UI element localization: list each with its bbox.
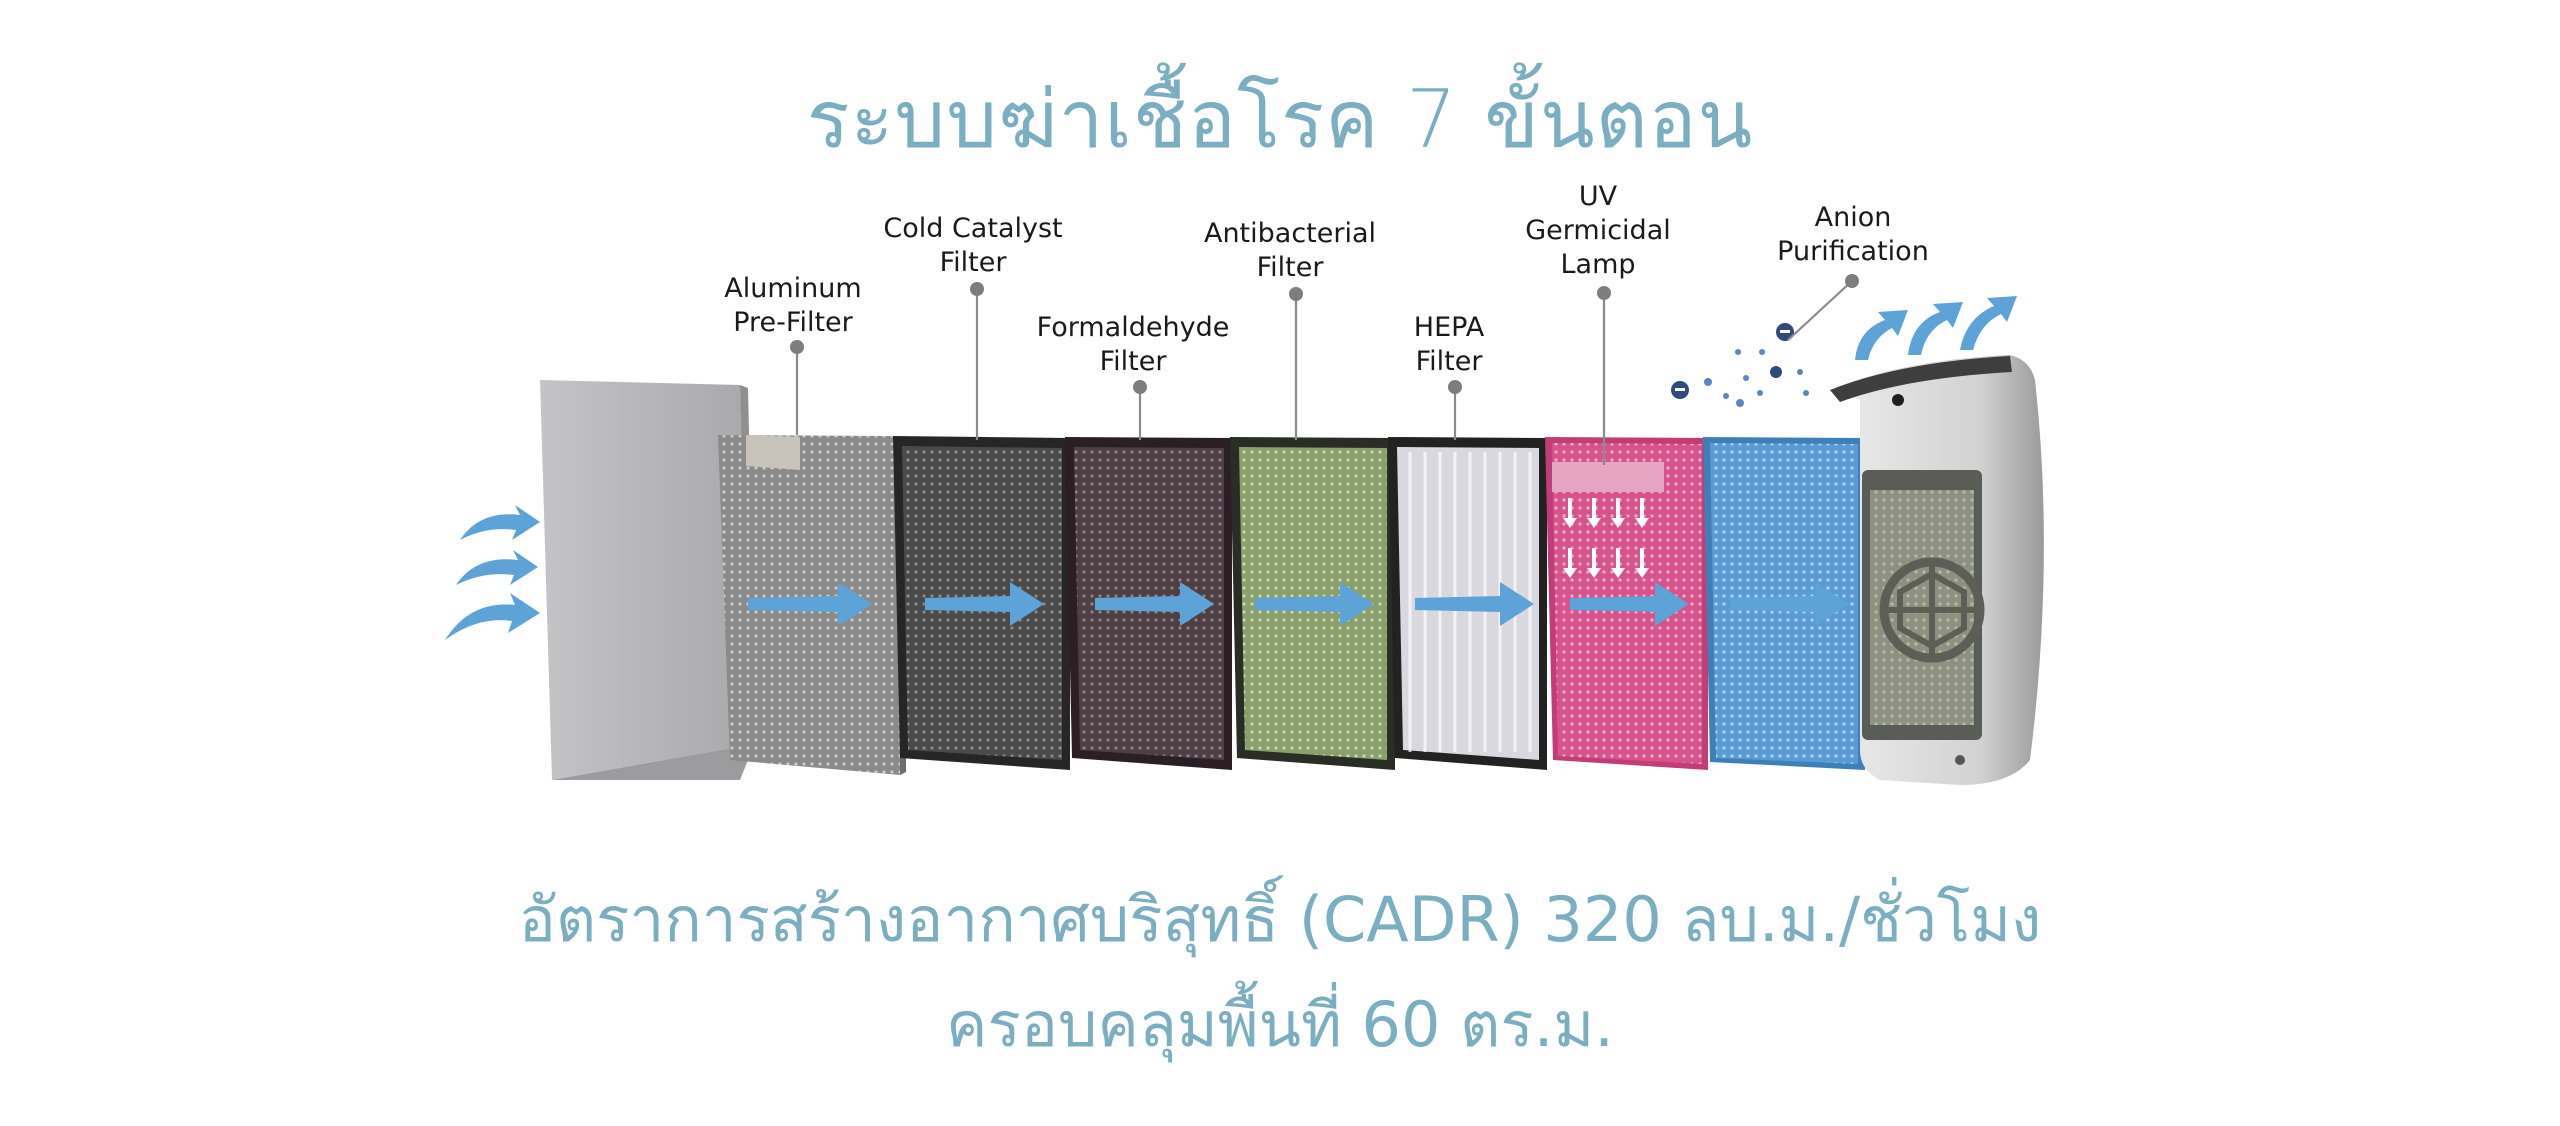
label-antibacterial-filter: Antibacterial Filter xyxy=(1203,218,1377,283)
uv-lamp xyxy=(1552,462,1664,492)
page-title: ระบบฆ่าเชื้อโรค 7 ขั้นตอน xyxy=(806,73,1754,166)
fan-icon xyxy=(1879,557,1985,663)
airflow-arrows xyxy=(748,582,1849,626)
incoming-air-icon xyxy=(445,505,540,640)
formaldehyde-filter xyxy=(1065,437,1232,770)
label-aluminum-pre-filter: Aluminum Pre-Filter xyxy=(724,273,862,338)
outgoing-air-icon xyxy=(1855,296,2017,360)
label-formaldehyde-filter: Formaldehyde Filter xyxy=(1036,312,1230,377)
cadr-text: อัตราการสร้างอากาศบริสุทธิ์ (CADR) 320 ล… xyxy=(518,883,2042,956)
label-anion-purification: Anion Purification xyxy=(1777,202,1929,267)
air-purifier-unit xyxy=(1830,355,2044,785)
uv-rays-icon xyxy=(1563,498,1649,578)
anion-particles xyxy=(1671,323,1809,407)
coverage-text: ครอบคลุมพื้นที่ 60 ตร.ม. xyxy=(946,988,1614,1061)
label-uv-germicidal-lamp: UV Germicidal Lamp xyxy=(1525,181,1671,280)
label-cold-catalyst-filter: Cold Catalyst Filter xyxy=(883,213,1063,278)
callout-lines xyxy=(790,274,1859,465)
label-hepa-filter: HEPA Filter xyxy=(1413,312,1485,377)
